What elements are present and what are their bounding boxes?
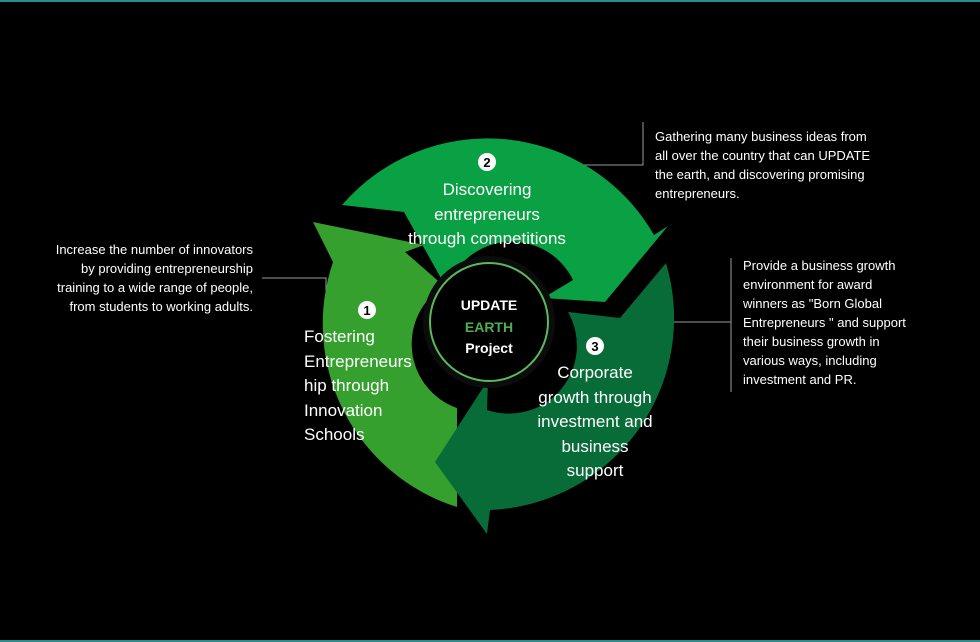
step-3-label: Corporate growth through investment and …	[537, 363, 652, 480]
step-1-description-line: from students to working adults.	[69, 299, 253, 314]
step-2-description-line: the earth, and discovering promising	[655, 167, 865, 182]
step-2-badge: 2	[478, 153, 496, 171]
step-3-description-line: their business growth in	[743, 334, 880, 349]
step-3-label-line: business	[561, 437, 628, 456]
step-1-description-line: training to a wide range of people,	[57, 280, 253, 295]
center-title-line3: Project	[465, 340, 513, 356]
step-1-number: 1	[363, 303, 370, 318]
bottom-border	[0, 640, 980, 642]
step-3-description-line: various ways, including	[743, 353, 877, 368]
step-3-label-line: Corporate	[557, 363, 633, 382]
step-3-badge: 3	[586, 337, 604, 355]
step-2-label-line: Discovering	[443, 180, 532, 199]
step-3-badge-circle	[586, 337, 604, 355]
step-2-description-line: Gathering many business ideas from	[655, 129, 867, 144]
leader-line-1	[262, 277, 327, 296]
step-3-description-line: Entrepreneurs " and support	[743, 315, 906, 330]
top-border	[0, 0, 980, 2]
step-2-label-line: through competitions	[408, 229, 566, 248]
step-1-badge: 1	[358, 301, 376, 319]
step-3-label-line: support	[567, 461, 624, 480]
step-3-description-line: environment for award	[743, 277, 873, 292]
step-3-description-line: Provide a business growth	[743, 258, 896, 273]
step-3-label-line: growth through	[538, 388, 651, 407]
step-1-label-line: Schools	[304, 425, 364, 444]
center-circle	[429, 262, 549, 382]
step-2-description: Gathering many business ideas from all o…	[655, 127, 870, 203]
step-1-description: Increase the number of innovators by pro…	[56, 240, 253, 316]
step-2-number: 2	[483, 155, 490, 170]
step-1-arrow	[313, 222, 457, 507]
step-1-label-line: hip through	[304, 376, 389, 395]
step-3-number: 3	[591, 339, 598, 354]
step-1-label-line: Entrepreneurs	[304, 352, 412, 371]
step-2-badge-circle	[478, 153, 496, 171]
step-2-description-line: all over the country that can UPDATE	[655, 148, 871, 163]
center-title-line2: EARTH	[465, 319, 513, 335]
step-2-label-line: entrepreneurs	[434, 205, 540, 224]
step-3-description-line: investment and PR.	[743, 372, 857, 387]
step-1-label: Fostering Entrepreneurs hip through Inno…	[304, 327, 412, 444]
step-1-label-line: Fostering	[304, 327, 375, 346]
step-3-arrow	[435, 263, 675, 534]
step-1-label-line: Innovation	[304, 401, 382, 420]
step-2-description-line: entrepreneurs.	[655, 186, 740, 201]
step-3-description-line: winners as "Born Global	[743, 296, 883, 311]
step-1-description-line: by providing entrepreneurship	[81, 261, 253, 276]
step-2-arrow	[342, 138, 668, 302]
step-3-label-line: investment and	[537, 412, 652, 431]
step-2-label: Discovering entrepreneurs through compet…	[408, 180, 566, 248]
center-title-line1: UPDATE	[461, 297, 518, 313]
step-3-description: Provide a business growth environment fo…	[743, 256, 906, 389]
step-1-description-line: Increase the number of innovators	[55, 242, 253, 257]
step-1-badge-circle	[358, 301, 376, 319]
